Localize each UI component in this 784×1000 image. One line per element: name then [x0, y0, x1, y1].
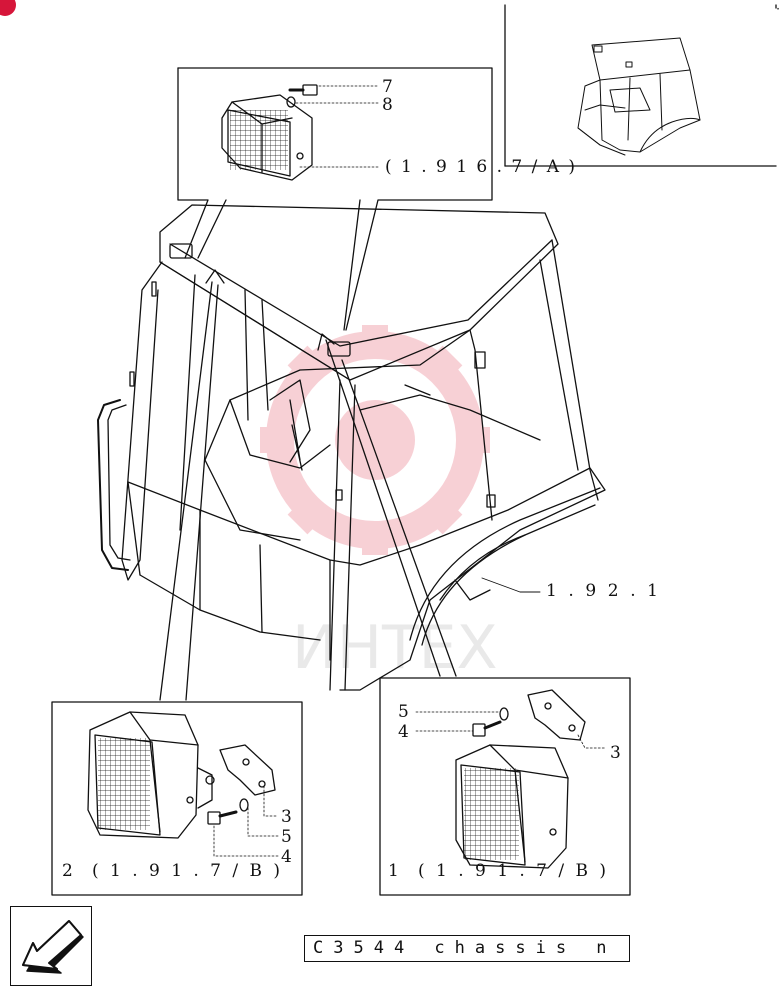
corner-dot: ·	[776, 2, 780, 16]
work-lamp-left	[87, 711, 215, 839]
label-bolt-7: 7	[382, 77, 393, 97]
tractor-thumbnail	[577, 37, 701, 156]
cab-frame	[97, 204, 606, 691]
washer-8	[286, 96, 296, 108]
washer-5-right	[499, 707, 509, 721]
label-index-right: 1	[388, 861, 399, 881]
drawing-code-box: C3544 chassis n	[304, 935, 630, 962]
corner-mark	[0, 0, 16, 16]
label-bracket-3-left: 3	[281, 807, 292, 827]
label-index-left: 2	[62, 861, 73, 881]
callout-box-left	[51, 701, 303, 896]
label-ref-cab: 1.92.1	[546, 581, 658, 601]
callout-box-right	[379, 677, 631, 896]
washer-5-left	[239, 798, 249, 812]
label-bracket-3-right: 3	[610, 743, 621, 763]
bolt-4-right	[472, 720, 502, 737]
label-washer-5-left: 5	[281, 827, 292, 847]
bolt-7	[288, 84, 318, 96]
label-bolt-4-right: 4	[398, 722, 409, 742]
thumbnail-frame	[504, 4, 777, 167]
bolt-4-left	[207, 810, 238, 825]
bracket-3-right	[527, 689, 607, 749]
drawing-code: C3544 chassis n	[313, 938, 617, 958]
label-ref-left: (1.91.7/B)	[92, 861, 280, 881]
leaders	[159, 269, 541, 701]
watermark: ИНТЕХ	[260, 325, 498, 683]
label-washer-5-right: 5	[398, 702, 409, 722]
label-washer-8: 8	[382, 95, 393, 115]
work-lamp-right	[455, 744, 569, 869]
previous-page-button[interactable]	[10, 906, 92, 986]
watermark-text: ИНТЕХ	[292, 613, 498, 683]
bracket-3-left	[219, 744, 276, 796]
arrow-left-down-icon	[22, 920, 84, 974]
label-bolt-4-left: 4	[281, 847, 292, 867]
callout-box-top	[177, 67, 493, 331]
label-ref-top: (1.916.7/A)	[385, 157, 575, 177]
work-lamp-top	[221, 94, 313, 181]
